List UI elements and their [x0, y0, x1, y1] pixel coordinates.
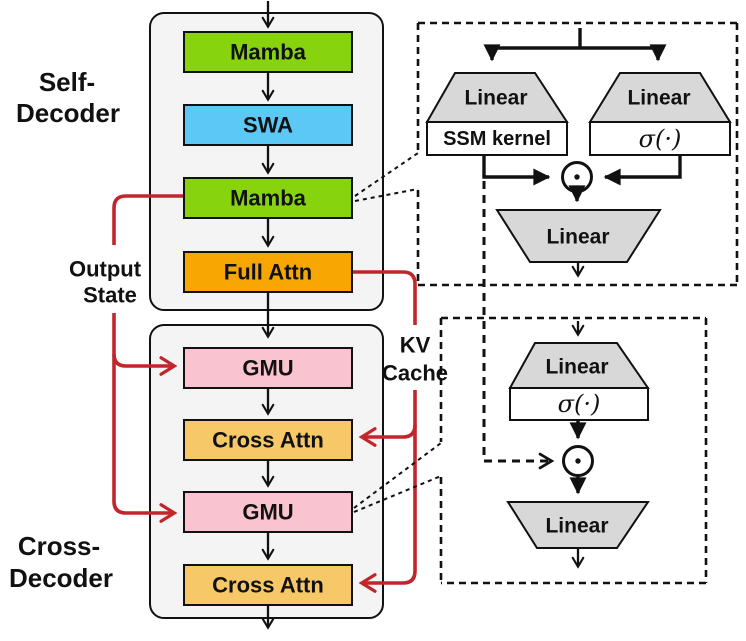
sigma-box-top — [589, 121, 731, 156]
mamba-block-1-label: Mamba — [230, 40, 307, 65]
output-state-line — [112, 194, 184, 523]
sigma-label-bottom: σ(·) — [558, 390, 601, 418]
gmu-block-2 — [183, 491, 353, 533]
ssm-kernel-box — [426, 121, 568, 156]
mamba-callout-line-bottom — [354, 188, 419, 202]
linear-in-right-label: Linear — [627, 87, 690, 110]
mamba-detail-box-border — [416, 21, 739, 287]
mamba-detail-box — [416, 21, 739, 287]
gmu-block-1 — [183, 347, 353, 389]
kv-cache-line-to-crossattn1 — [358, 424, 417, 447]
self-decoder-title-line2: Decoder — [16, 98, 120, 128]
output-state-line-to-gmu1 — [112, 353, 178, 376]
gmu-detail-box — [439, 316, 708, 585]
self-decoder-container — [149, 12, 384, 311]
cross-decoder-title-line1: Cross- — [18, 531, 100, 561]
gmu-detail-contents: Linear σ(·) Linear — [506, 321, 650, 569]
mamba-block-2-label: Mamba — [230, 186, 307, 211]
product-dot-bottom — [575, 458, 581, 464]
cross-decoder-title-line2: Decoder — [9, 563, 113, 593]
swa-block — [183, 104, 353, 146]
kv-cache-line-to-crossattn2 — [358, 390, 417, 593]
cross-attn-block-2-label: Cross Attn — [212, 573, 324, 598]
gmu-block-1-label: GMU — [242, 356, 293, 381]
output-state-label-line2: State — [83, 283, 137, 308]
input-split-tee — [492, 28, 658, 50]
mamba-block-1 — [183, 31, 353, 73]
kv-cache-label-line1: KV — [400, 333, 431, 358]
mamba-detail-contents: Linear Linear SSM kernel σ(·) Linear — [425, 28, 732, 278]
output-state-label-line1: Output — [69, 257, 142, 282]
linear-out-trapezoid-bottom — [506, 501, 650, 549]
self-decoder-title-line1: Self- — [39, 67, 95, 97]
sigma-to-product-elbow — [603, 155, 682, 186]
ssm-kernel-label: SSM kernel — [443, 128, 551, 150]
cross-attn-block-1 — [183, 419, 353, 461]
product-dot-top — [574, 174, 580, 180]
linear-out-trapezoid-top — [495, 209, 662, 263]
linear-out-label-bottom: Linear — [545, 515, 608, 538]
mamba-block-2 — [183, 177, 353, 219]
output-state-line-to-gmu2 — [112, 313, 178, 523]
gmu-callout-line-top — [353, 442, 442, 509]
full-attn-block-label: Full Attn — [224, 260, 312, 285]
full-attn-block — [183, 251, 353, 293]
gmu-detail-box-border — [439, 316, 708, 585]
kv-cache-line-upper — [352, 270, 417, 325]
kv-cache-line — [352, 270, 417, 593]
linear-in-label-bottom: Linear — [545, 356, 608, 379]
linear-out-label-top: Linear — [546, 226, 609, 249]
kv-cache-label-line2: Cache — [382, 361, 448, 386]
cross-attn-block-1-label: Cross Attn — [212, 428, 324, 453]
cross-attn-block-2 — [183, 564, 353, 606]
gmu-block-2-label: GMU — [242, 500, 293, 525]
swa-block-label: SWA — [243, 113, 293, 138]
ssm-state-dashed-line — [482, 181, 555, 470]
linear-in-left-label: Linear — [464, 87, 527, 110]
output-state-line-upper — [112, 194, 184, 245]
ssm-to-product-elbow — [482, 155, 551, 186]
sigma-label-top: σ(·) — [639, 125, 682, 153]
